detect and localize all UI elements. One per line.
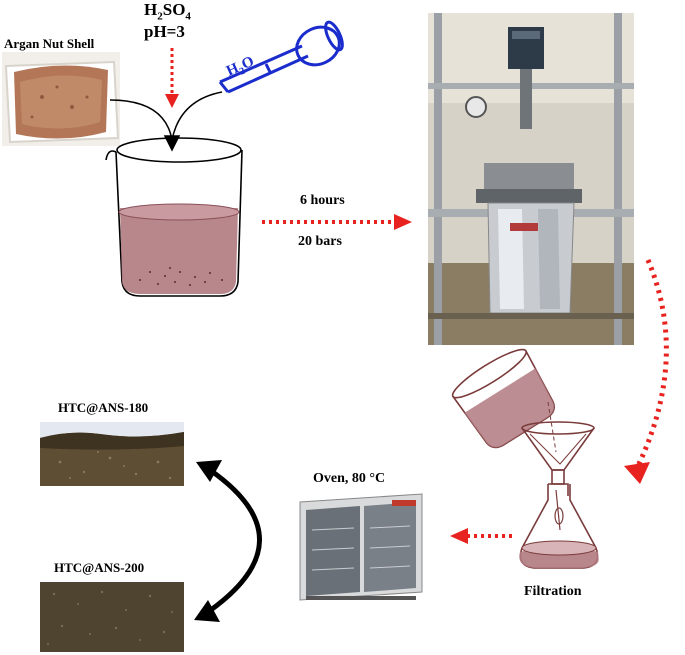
time-label: 6 hours	[300, 193, 345, 208]
argan-nut-shell-photo	[2, 52, 120, 146]
oven-graphic	[292, 488, 430, 602]
to-filtration-arrow	[624, 259, 669, 484]
htc180-photo	[40, 422, 184, 486]
reactor-graphic	[428, 13, 634, 345]
ph-label: pH=3	[144, 22, 185, 41]
feed-arrows	[109, 91, 223, 152]
htc200-char-graphic	[40, 582, 184, 652]
filtration-label: Filtration	[524, 584, 582, 599]
pouring-beaker-icon	[451, 348, 555, 449]
oven-photo	[292, 488, 430, 602]
oven-label: Oven, 80 °C	[313, 471, 386, 486]
argan-label: Argan Nut Shell	[4, 36, 95, 51]
acid-addition-arrow	[165, 48, 179, 108]
to-oven-arrow	[450, 528, 512, 544]
water-formula: H2O	[224, 54, 258, 83]
volumetric-flask-icon	[218, 20, 344, 94]
htc200-photo	[40, 582, 184, 652]
htc200-label: HTC@ANS-200	[54, 560, 145, 575]
double-headed-curved-arrow	[194, 460, 262, 622]
beaker-icon	[105, 137, 243, 297]
pressure-label: 20 bars	[298, 234, 342, 249]
acid-label: H2SO4	[144, 0, 191, 23]
filtration-setup-icon	[519, 421, 599, 569]
to-reactor-arrow	[262, 214, 412, 230]
htc180-char-graphic	[40, 422, 184, 486]
htc180-label: HTC@ANS-180	[58, 400, 149, 415]
pour-stream	[547, 401, 557, 453]
argan-tray-graphic	[2, 52, 120, 146]
autoclave-reactor-photo	[428, 13, 634, 345]
